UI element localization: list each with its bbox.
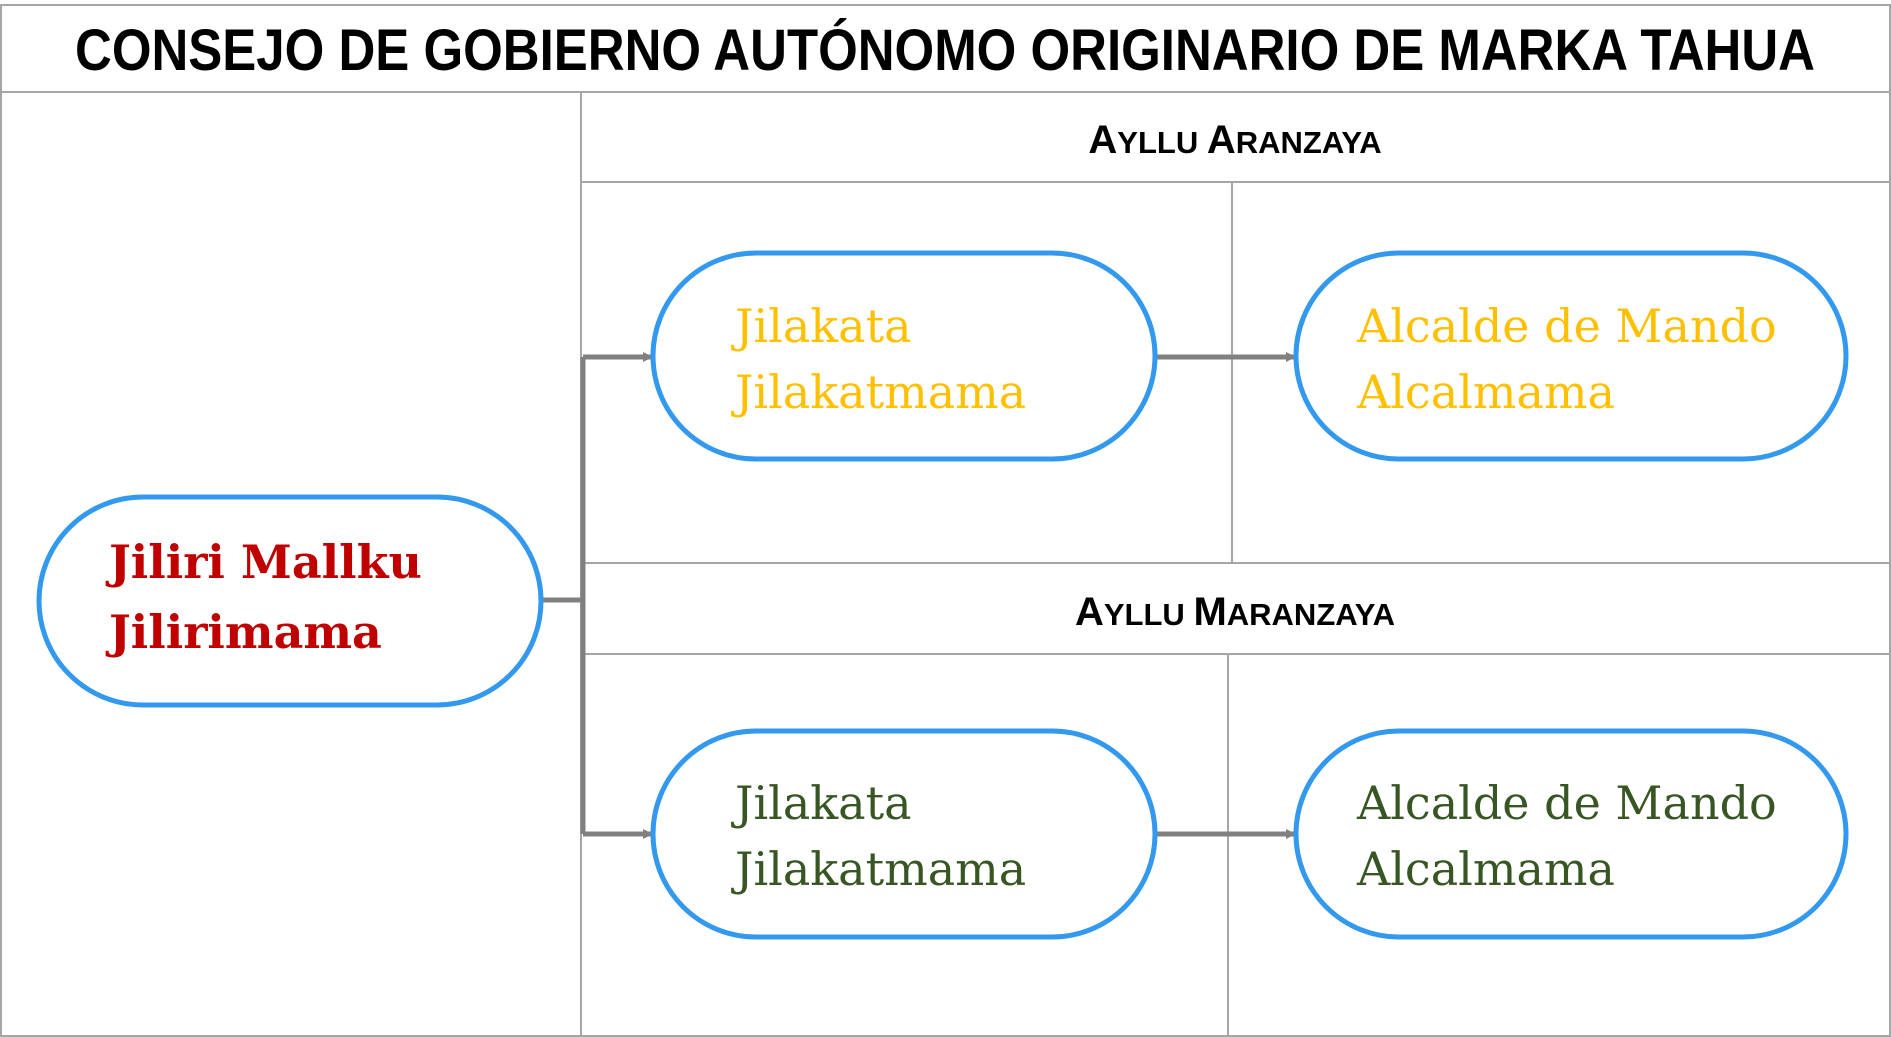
node-label-line1: Jiliri Mallku <box>105 535 422 589</box>
sc-a3: A <box>1207 118 1236 162</box>
sc-m2: YLLU <box>1104 597 1194 632</box>
node-outline <box>650 250 1158 462</box>
node-maranzaya-jilakata: Jilakata Jilakatmama <box>650 728 1158 940</box>
node-label-line1: Jilakata <box>731 299 912 353</box>
node-jiliri-mallku: Jiliri Mallku Jilirimama <box>36 494 544 708</box>
node-label-line2: Jilakatmama <box>731 842 1026 896</box>
node-label-line1: Alcalde de Mando <box>1356 299 1777 353</box>
sc-a4: RANZAYA <box>1236 125 1382 160</box>
sc-m4: ARANZAYA <box>1227 597 1395 632</box>
node-outline <box>650 728 1158 940</box>
node-outline <box>36 494 544 708</box>
node-outline <box>1293 250 1849 462</box>
section-header-aranzaya: AYLLU ARANZAYA <box>1088 118 1381 162</box>
sc-a1: A <box>1088 118 1117 162</box>
node-label-line2: Alcalmama <box>1356 365 1615 419</box>
node-label-line2: Jilakatmama <box>731 365 1026 419</box>
page-title: CONSEJO DE GOBIERNO AUTÓNOMO ORIGINARIO … <box>75 18 1815 83</box>
node-outline <box>1293 728 1849 940</box>
node-label-line1: Alcalde de Mando <box>1356 776 1777 830</box>
connectors <box>541 352 1296 839</box>
sc-a2: YLLU <box>1117 125 1207 160</box>
table-grid <box>0 4 1891 1037</box>
node-label-line2: Alcalmama <box>1356 842 1615 896</box>
sc-m3: M <box>1193 590 1226 634</box>
node-aranzaya-jilakata: Jilakata Jilakatmama <box>650 250 1158 462</box>
node-maranzaya-alcalde: Alcalde de Mando Alcalmama <box>1293 728 1849 940</box>
node-aranzaya-alcalde: Alcalde de Mando Alcalmama <box>1293 250 1849 462</box>
node-label-line1: Jilakata <box>731 776 912 830</box>
sc-m1: A <box>1075 590 1104 634</box>
node-label-line2: Jilirimama <box>105 605 382 659</box>
section-header-maranzaya: AYLLU MARANZAYA <box>1075 590 1395 634</box>
outer-border <box>0 4 1891 1037</box>
